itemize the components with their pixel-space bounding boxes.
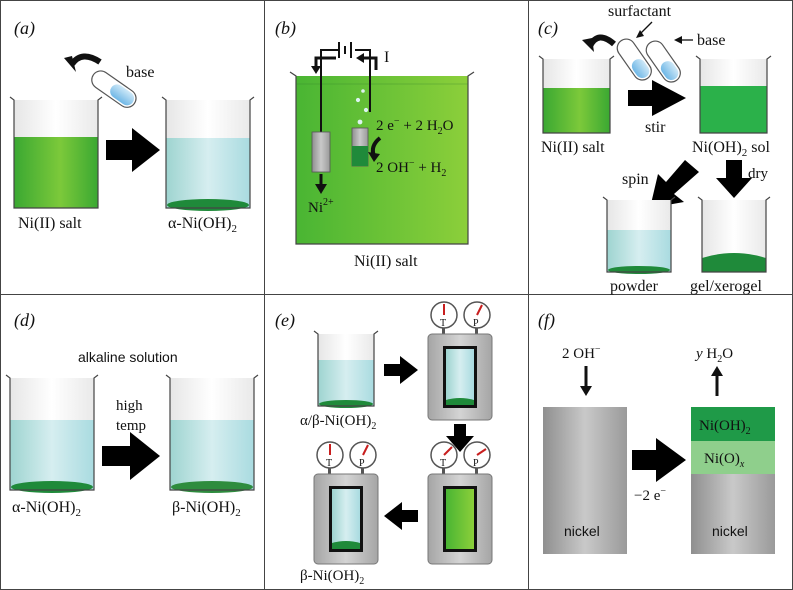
panel-f-label: (f) <box>538 310 555 331</box>
reagent-base-label: base <box>126 64 154 81</box>
panel-d: (d) alkaline solution high temp α-Ni(OH)… <box>5 310 259 519</box>
nickel-block-left <box>543 407 627 554</box>
caption-bath: Ni(II) salt <box>354 253 418 270</box>
beaker-alpha-d <box>5 374 99 493</box>
arrow-e3 <box>384 502 418 530</box>
panel-a-label: (a) <box>14 18 35 39</box>
layer-mid-label: Ni(O)x <box>704 451 745 470</box>
gauge-t: T <box>430 301 458 336</box>
dry-arrow <box>716 160 752 198</box>
gauge-t: T <box>316 441 344 476</box>
panel-d-label: (d) <box>14 310 35 331</box>
pour-arrowhead <box>64 56 76 72</box>
test-tube-icon <box>645 40 681 83</box>
stir-label: stir <box>645 119 666 136</box>
hydroxide-layer <box>691 407 775 441</box>
surfactant-label: surfactant <box>608 3 672 20</box>
svg-text:P: P <box>473 458 479 469</box>
caption-alpha-product: α-Ni(OH)2 <box>168 215 237 235</box>
panel-f: (f) 2 OH− nickel −2 e− y H2O Ni(OH)2 Ni(… <box>538 310 775 554</box>
pour-arrow-icon <box>587 34 616 48</box>
svg-text:T: T <box>440 318 446 329</box>
panel-b-label: (b) <box>275 18 296 39</box>
caption-end-e: β-Ni(OH)2 <box>300 568 364 587</box>
bubble <box>355 97 361 103</box>
autoclave-1: T P <box>427 301 493 421</box>
in-label: 2 OH− <box>562 344 601 362</box>
caption-gel: gel/xerogel <box>690 278 763 295</box>
surfactant-pointer <box>639 21 653 35</box>
beaker-ni-salt-c <box>538 55 615 134</box>
autoclave-3: T P <box>313 441 379 565</box>
reaction-arrow <box>106 128 160 172</box>
gauge-t: T <box>430 441 458 476</box>
ion-label: Ni2+ <box>308 197 334 216</box>
caption-beta-d: β-Ni(OH)2 <box>172 499 241 519</box>
caption-powder: powder <box>610 278 659 295</box>
current-arrow-a <box>314 56 336 68</box>
caption-start-e: α/β-Ni(OH)2 <box>300 413 376 432</box>
electron-label: −2 e− <box>634 486 666 504</box>
nickel-right-label: nickel <box>712 523 748 539</box>
svg-text:P: P <box>359 458 365 469</box>
gauge-p: P <box>463 301 491 336</box>
oxidation-arrow <box>632 438 686 482</box>
caption-sol: Ni(OH)2 sol <box>692 139 770 159</box>
caption-alpha-d: α-Ni(OH)2 <box>12 499 81 519</box>
bubble <box>357 119 363 125</box>
beaker-beta-d <box>165 374 259 493</box>
arrow-e2 <box>446 424 474 452</box>
panel-e: (e) α/β-Ni(OH)2 T P <box>275 301 493 587</box>
nickel-left-label: nickel <box>564 523 600 539</box>
battery-icon <box>338 42 352 58</box>
pour-arrow-icon <box>69 53 102 66</box>
title-alkaline: alkaline solution <box>78 349 178 365</box>
beaker-start-e <box>313 330 379 408</box>
gauge-p: P <box>463 441 491 476</box>
gauge-p: P <box>349 441 377 476</box>
beaker-powder <box>602 196 676 274</box>
svg-text:T: T <box>440 458 446 469</box>
anode-electrode <box>311 131 331 173</box>
cathode-deposit <box>352 146 368 166</box>
svg-text:T: T <box>326 458 332 469</box>
panel-a: (a) base Ni(II) salt α-Ni(OH)2 <box>9 18 255 235</box>
spin-label: spin <box>622 171 649 188</box>
out-label: y H2O <box>694 346 733 365</box>
nickel-block-right <box>691 474 775 554</box>
dry-label: dry <box>748 166 768 182</box>
caption-ni-salt: Ni(II) salt <box>18 215 82 232</box>
beaker-ni-salt <box>9 96 103 209</box>
stir-arrow <box>628 80 686 116</box>
reaction-arrow-d <box>102 432 160 480</box>
test-tube-icon <box>91 70 137 108</box>
base-label: base <box>697 32 725 49</box>
spin-arrow <box>650 160 699 208</box>
bubble <box>363 107 369 113</box>
cond-line2: temp <box>116 418 146 434</box>
panel-e-label: (e) <box>275 310 295 331</box>
svg-text:P: P <box>473 318 479 329</box>
caption-ni-salt-c: Ni(II) salt <box>541 139 605 156</box>
autoclave-2: T P <box>427 441 493 565</box>
reaction-bottom: 2 OH− + H2 <box>376 158 446 179</box>
circuit-wire <box>320 49 371 132</box>
panel-c: (c) surfactant base stir <box>538 3 772 295</box>
panel-c-label: (c) <box>538 18 558 39</box>
current-arrow-b <box>362 56 378 70</box>
layer-top-label: Ni(OH)2 <box>699 418 751 437</box>
test-tube-icon <box>616 38 652 81</box>
current-label: I <box>384 49 389 66</box>
bubble <box>361 89 365 93</box>
arrow-e1 <box>384 356 418 384</box>
beaker-alpha-product <box>161 96 255 211</box>
panel-b: (b) I Ni2+ <box>275 18 475 270</box>
oxide-layer <box>691 441 775 474</box>
beaker-sol <box>695 55 772 134</box>
cond-line1: high <box>116 398 143 414</box>
reaction-top: 2 e− + 2 H2O <box>376 116 454 137</box>
beaker-gel <box>697 196 771 273</box>
